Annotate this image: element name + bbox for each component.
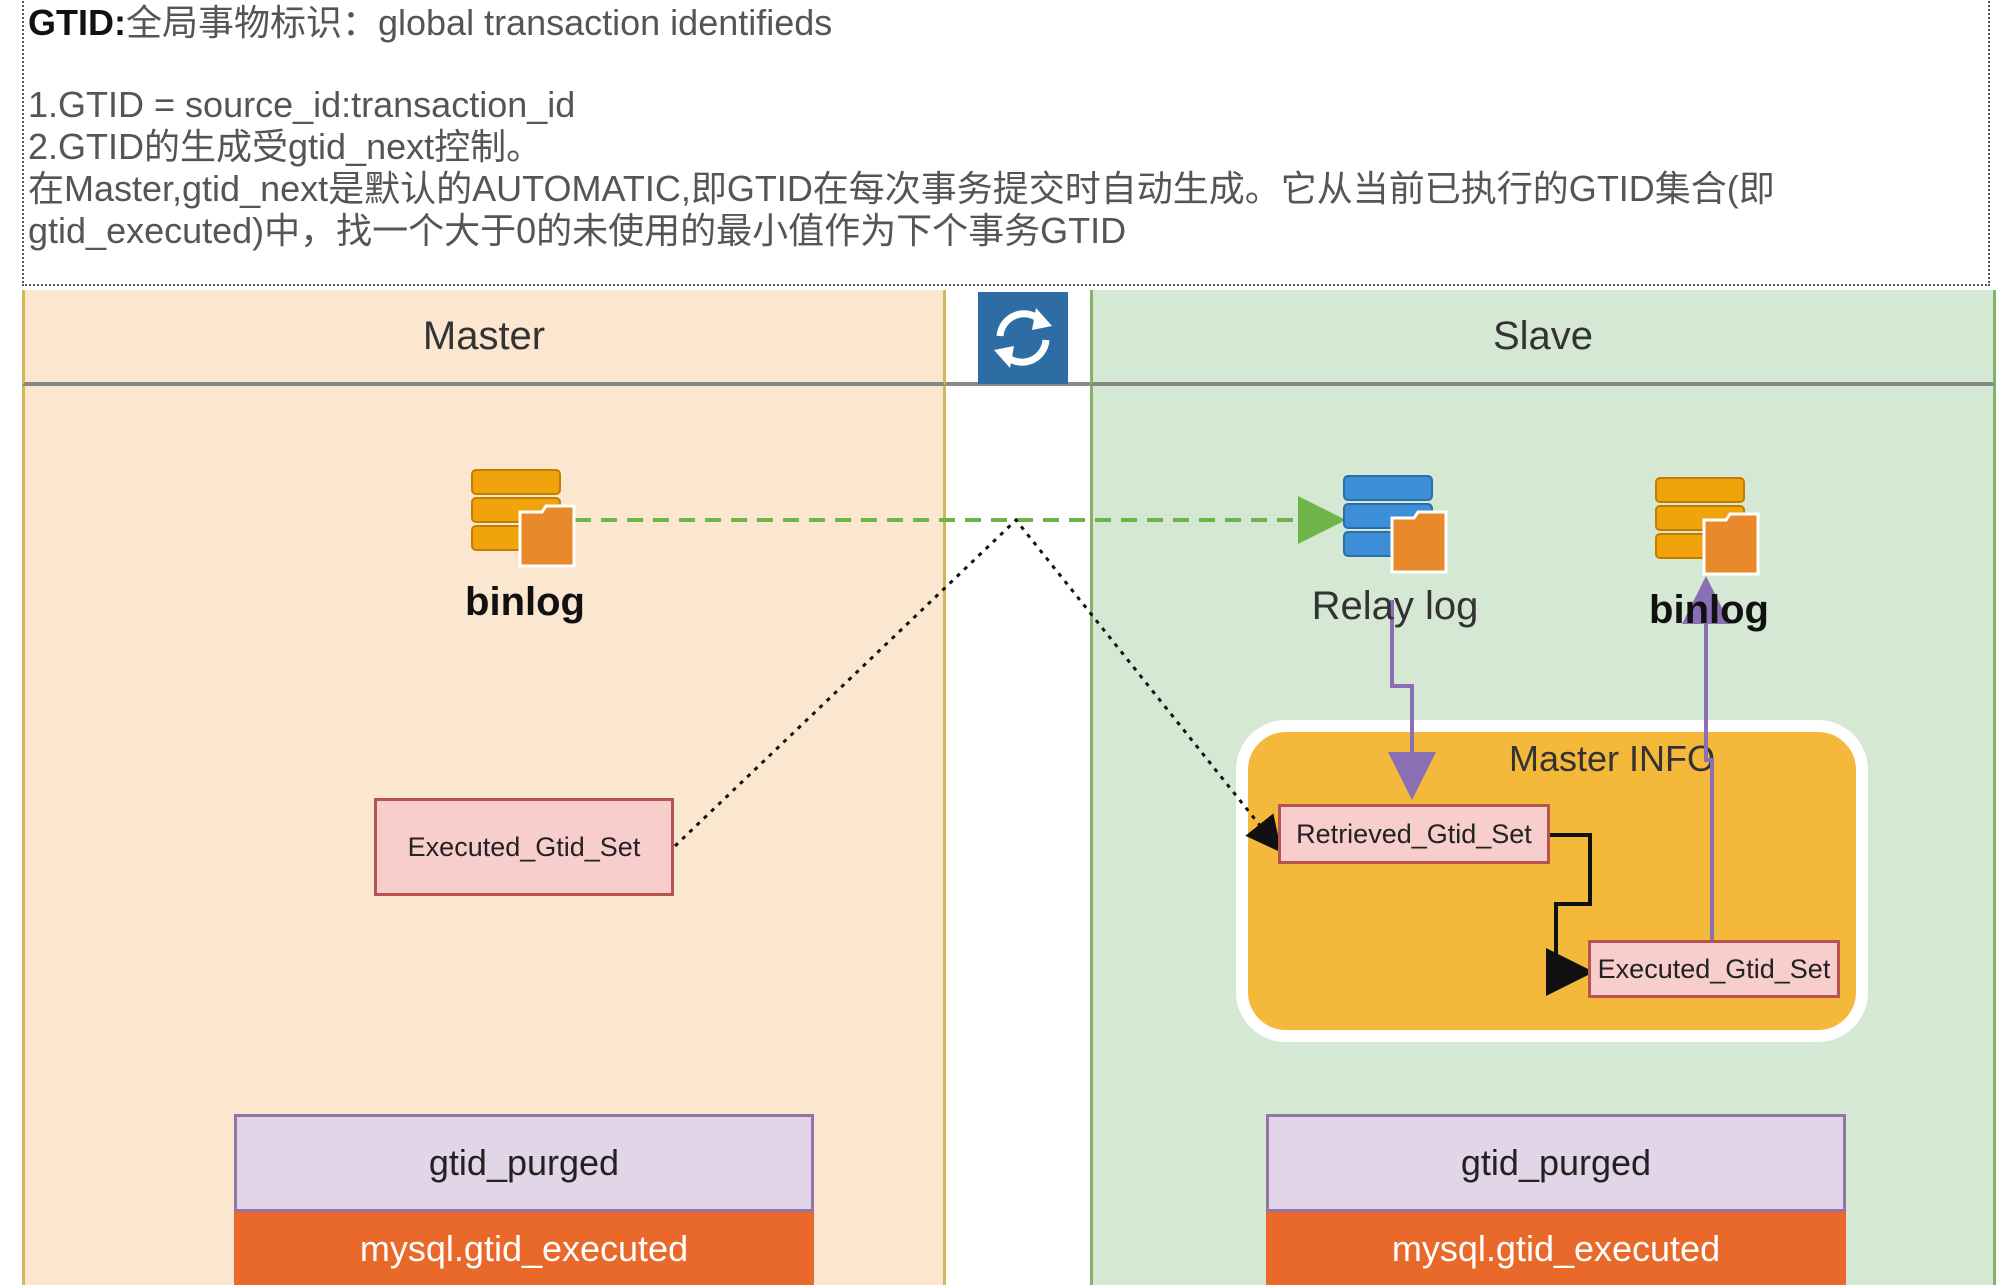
notes-title: GTID:全局事物标识：global transaction identifie… — [28, 2, 1984, 44]
relay-log-icon — [1342, 474, 1462, 579]
executed-to-binlog-arrow — [1682, 576, 1730, 940]
slave-header: Slave — [1090, 290, 1996, 386]
notes-box: GTID:全局事物标识：global transaction identifie… — [22, 0, 1990, 286]
notes-line-1: 1.GTID = source_id:transaction_id — [28, 84, 576, 125]
notes-line-2: 2.GTID的生成受gtid_next控制。 — [28, 126, 543, 167]
relay-to-retrieved-arrow — [1388, 600, 1436, 800]
retrieved-gtid-set: Retrieved_Gtid_Set — [1278, 804, 1550, 864]
retrieved-to-executed-arrow — [1546, 833, 1594, 996]
master-executed-gtid-set: Executed_Gtid_Set — [374, 798, 674, 896]
notes-line-3: 在Master,gtid_next是默认的AUTOMATIC,即GTID在每次事… — [28, 168, 1775, 209]
master-header: Master — [22, 290, 946, 386]
master-title: Master — [422, 313, 546, 358]
slave-binlog-label: binlog — [1649, 588, 1769, 632]
slave-binlog-icon — [1654, 476, 1774, 581]
master-gtid-purged: gtid_purged — [234, 1114, 814, 1212]
slave-mysql-gtid-executed: mysql.gtid_executed — [1266, 1212, 1846, 1285]
master-info-title: Master INFO — [1508, 738, 1715, 779]
gtid-compare-line — [673, 517, 1282, 853]
slave-executed-gtid-set: Executed_Gtid_Set — [1588, 940, 1840, 998]
master-binlog-label: binlog — [465, 580, 585, 624]
notes-title-rest: 全局事物标识：global transaction identifieds — [125, 2, 833, 43]
master-mysql-gtid-executed: mysql.gtid_executed — [234, 1212, 814, 1285]
notes-title-bold: GTID: — [28, 2, 126, 43]
master-binlog-icon — [470, 468, 590, 573]
sync-icon — [978, 292, 1068, 384]
relay-log-label: Relay log — [1311, 584, 1479, 628]
notes-line-4: gtid_executed)中，找一个大于0的未使用的最小值作为下个事务GTID — [28, 210, 1127, 251]
slave-gtid-purged: gtid_purged — [1266, 1114, 1846, 1212]
slave-title: Slave — [1492, 313, 1594, 358]
